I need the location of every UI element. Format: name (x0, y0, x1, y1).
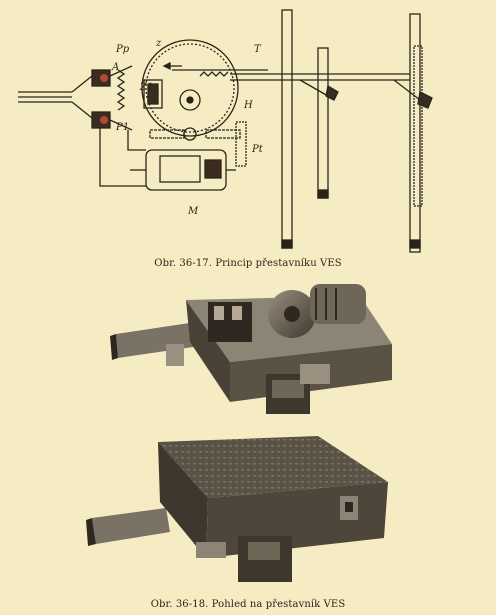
figure-caption-1: Obr. 36-17. Princip přestavníku VES (154, 258, 342, 269)
label-a: A (111, 62, 119, 73)
switch-machine-schematic: Pp z T Z1 A H P1 Pt M (18, 9, 433, 253)
label-m: M (187, 206, 199, 217)
label-h: H (243, 100, 253, 111)
figure-caption-2: Obr. 36-18. Pohled na přestavník VES (150, 599, 346, 610)
label-pp: Pp (115, 44, 130, 55)
label-z: z (155, 38, 162, 49)
label-pt: Pt (251, 144, 264, 155)
label-p1: P1 (115, 122, 129, 133)
switch-machine-photo-closed (86, 436, 388, 582)
label-t: T (254, 44, 262, 55)
switch-machine-photo-open (110, 284, 392, 414)
label-z1: Z1 (139, 82, 153, 93)
